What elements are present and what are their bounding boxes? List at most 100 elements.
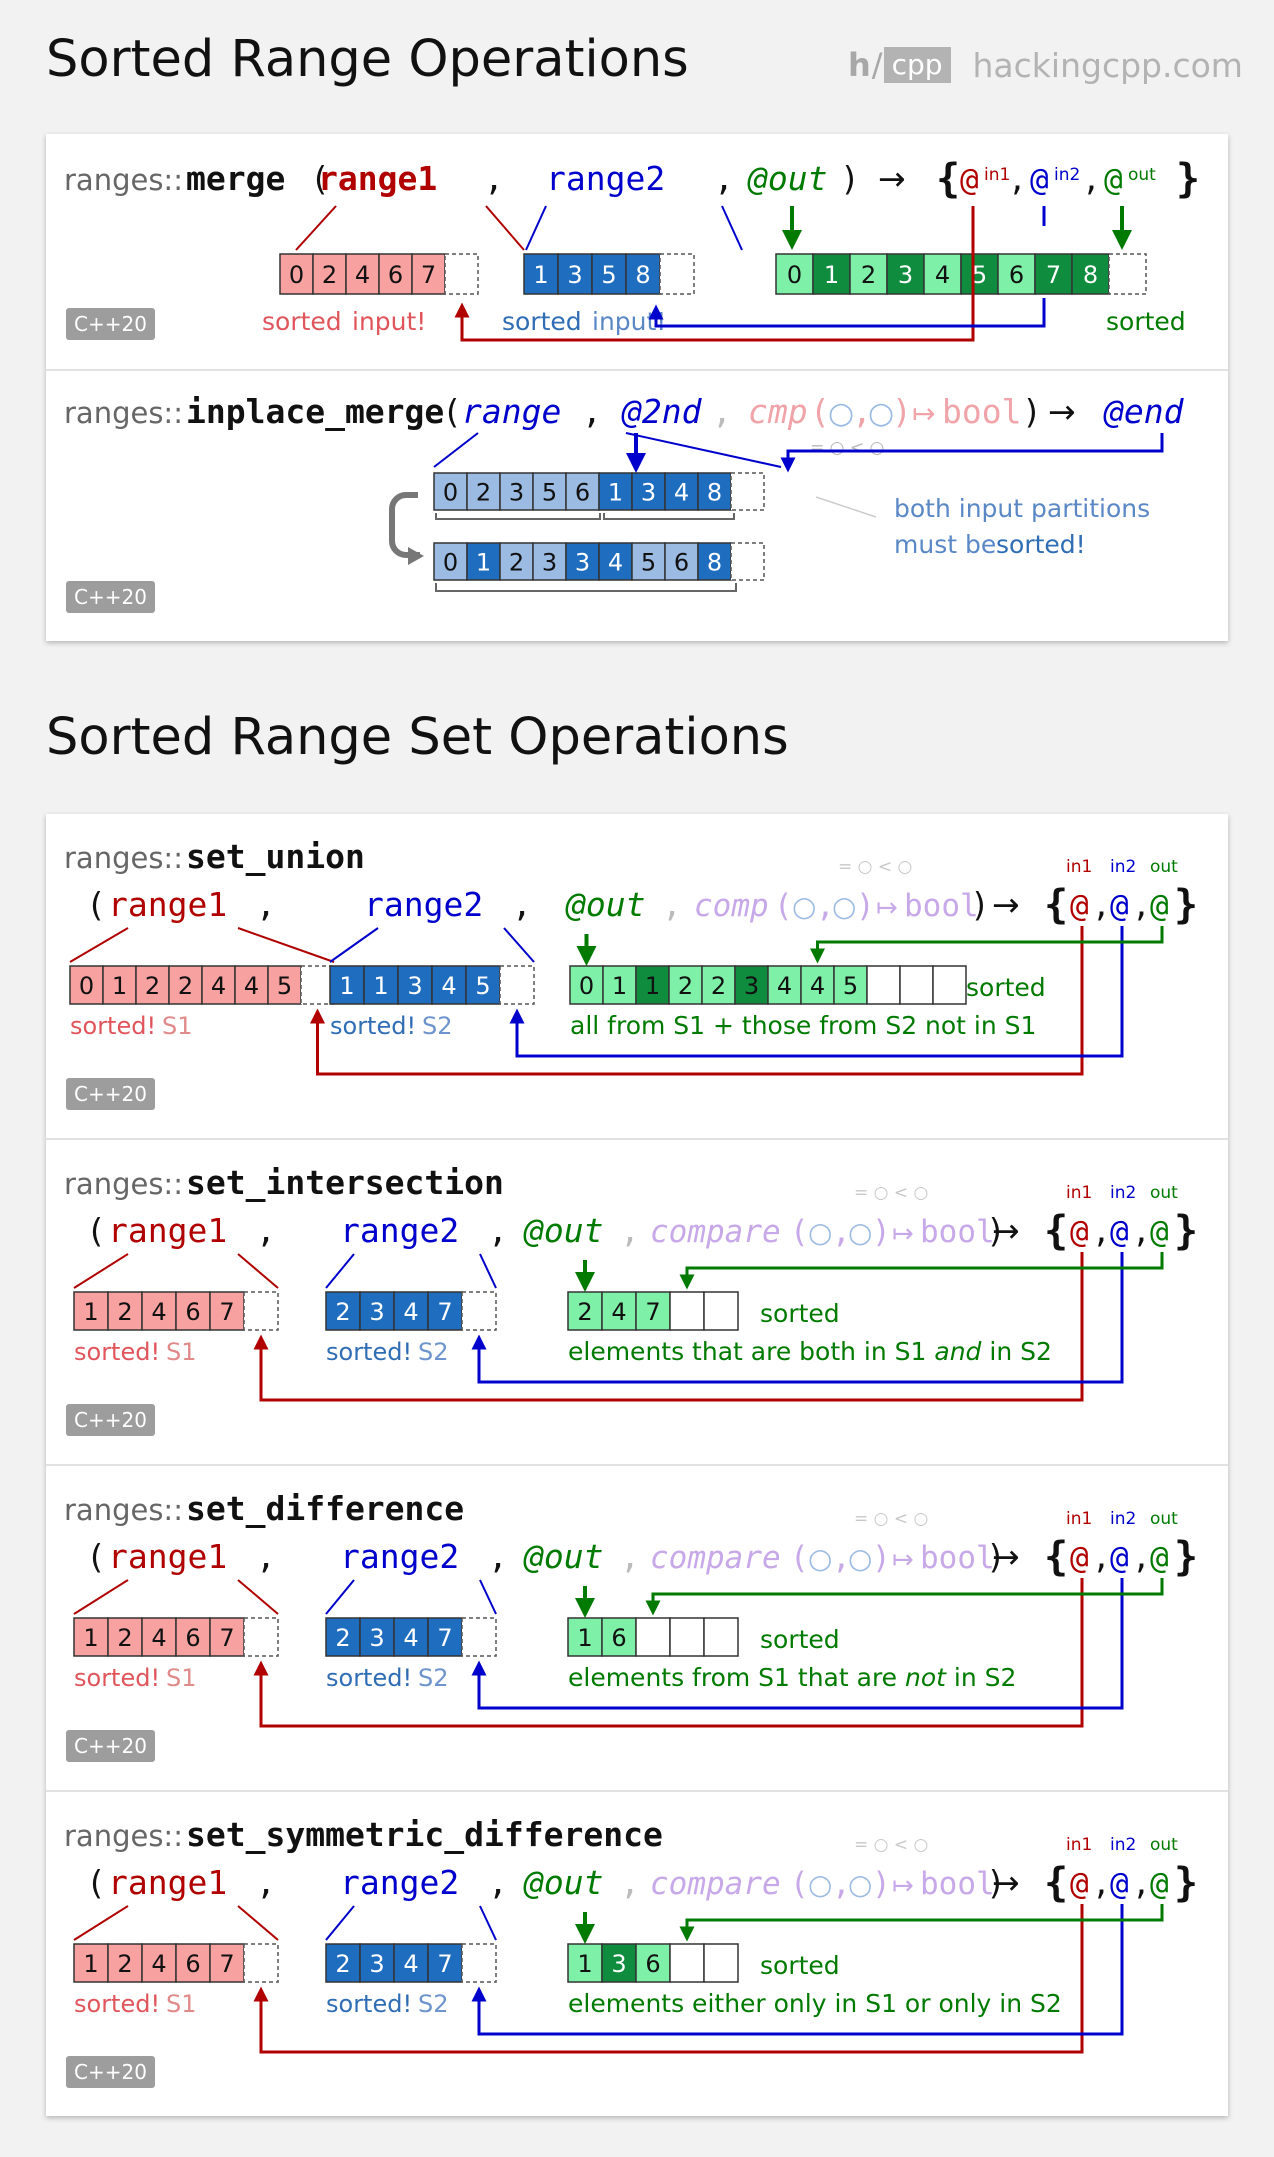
- set-intersection-returns-arrow: →: [992, 1211, 1020, 1250]
- set-symmetric-difference-cmp-comma: ,: [832, 1866, 851, 1902]
- inplace-comma-1: ,: [582, 392, 602, 431]
- set-intersection-sorted-s2: sorted!: [326, 1338, 412, 1366]
- set-intersection-array-2-cell-value: 7: [437, 1298, 452, 1326]
- set-union-label-in2: in2: [1110, 857, 1136, 877]
- set-difference-array-2-cell-value: 4: [403, 1624, 418, 1652]
- merge-ret-at1: @: [960, 162, 979, 198]
- set-symmetric-difference-cmp-paren-close: ): [872, 1866, 891, 1902]
- inplace-array-after-cell-value: 2: [509, 549, 524, 577]
- set-symmetric-difference-array-result-cell: [703, 1943, 739, 1983]
- inplace-array-before-cell: [499, 472, 534, 511]
- set-union-array-2-cell: [465, 965, 501, 1005]
- set-difference-sorted-s1: sorted!: [74, 1664, 160, 1692]
- set-union-description: all from S1 + those from S2 not in S1: [570, 1011, 1036, 1040]
- set-difference-array-result-cell: [601, 1617, 637, 1657]
- set-union-array-2-cell-value: 4: [441, 972, 456, 1000]
- set-symmetric-difference-array-1-cell-value: 7: [219, 1950, 234, 1978]
- inplace-array-after-cell-value: 4: [608, 549, 623, 577]
- set-difference-brace-open: {: [1044, 1534, 1068, 1580]
- set-intersection-array-1-cell: [141, 1291, 177, 1331]
- set-union-maps: ↦: [876, 893, 898, 923]
- set-symmetric-difference-cmp: compare: [650, 1866, 781, 1902]
- set-difference-brace-close: }: [1174, 1534, 1198, 1580]
- inplace-cmp-hint: = ○ < ○: [810, 438, 884, 458]
- inplace-array-after-cell: [466, 542, 501, 581]
- section-title-set-operations: Sorted Range Set Operations: [46, 708, 789, 767]
- set-difference-paren-open: (: [86, 1537, 106, 1576]
- set-union-range2-label: range2: [364, 885, 483, 924]
- set-difference-label-in1: in1: [1066, 1509, 1092, 1529]
- set-difference-ns: ranges::: [64, 1493, 183, 1527]
- set-intersection-ret-comma1: ,: [1092, 1214, 1111, 1250]
- set-symmetric-difference-bool: bool: [920, 1866, 995, 1902]
- merge-ret-at2: @: [1030, 162, 1049, 198]
- set-symmetric-difference-array-result-cell: [635, 1943, 671, 1983]
- set-intersection-array-1-cell: [107, 1291, 143, 1331]
- set-intersection-array-2-cell-value: 3: [369, 1298, 384, 1326]
- inplace-array-after-cell-value: 0: [443, 549, 458, 577]
- set-intersection-array-1-end-cell: [243, 1291, 279, 1331]
- merge-array-result-cell: [960, 253, 999, 295]
- merge-array-result-cell-value: 7: [1046, 261, 1061, 289]
- set-intersection-array-result-cell: [669, 1291, 705, 1331]
- set-intersection-sorted-s1: sorted!: [74, 1338, 160, 1366]
- inplace-array-after-cell: [664, 542, 699, 581]
- set-union-array-1-cell: [267, 965, 302, 1005]
- set-intersection-cmp: compare: [650, 1214, 781, 1250]
- merge-ns: ranges::: [64, 163, 183, 197]
- set-difference-bool: bool: [920, 1540, 995, 1576]
- merge-array-1-cell: [312, 253, 347, 295]
- merge-ret-in1: in1: [984, 165, 1010, 185]
- set-union-array-1-cell: [135, 965, 170, 1005]
- set-symmetric-difference-comma-1: ,: [256, 1863, 276, 1902]
- set-difference-range2-label: range2: [340, 1537, 459, 1576]
- set-symmetric-difference-sorted-s1: sorted!: [74, 1990, 160, 2018]
- inplace-cmp-circ1: ○: [828, 396, 854, 431]
- set-intersection-array-result-cell-value: 7: [645, 1298, 660, 1326]
- set-symmetric-difference-array-1-cell: [107, 1943, 143, 1983]
- brand-h: h: [848, 46, 871, 84]
- set-difference-array-2-cell: [325, 1617, 361, 1657]
- set-union-cmp-paren: (: [774, 888, 793, 924]
- inplace-ns: ranges::: [64, 396, 183, 430]
- set-symmetric-difference-array-2-end-cell: [461, 1943, 497, 1983]
- set-difference-description-em: not: [905, 1663, 947, 1692]
- set-union-brace-open: {: [1044, 882, 1068, 928]
- inplace-paren-open: (: [442, 392, 462, 431]
- set-union-label-out: out: [1150, 857, 1178, 877]
- set-intersection-ret-at2: @: [1110, 1214, 1129, 1250]
- brand-logo[interactable]: h / cpp hackingcpp.com: [848, 44, 1243, 86]
- set-intersection-comma-1: ,: [256, 1211, 276, 1250]
- set-union-out-label: @out: [565, 885, 645, 924]
- merge-ret-in2: in2: [1054, 165, 1080, 185]
- set-intersection-ns: ranges::: [64, 1167, 183, 1201]
- set-intersection-out-label: @out: [523, 1211, 603, 1250]
- set-intersection-cmp-paren: (: [790, 1214, 809, 1250]
- merge-array-result-cell: [1071, 253, 1110, 295]
- set-union-array-result-cell-value: 1: [612, 972, 627, 1000]
- set-union-array-1-cell: [201, 965, 236, 1005]
- merge-array-result-cell-value: 6: [1009, 261, 1024, 289]
- set-intersection-comma-3: ,: [620, 1211, 640, 1250]
- set-union-array-result-cell-value: 4: [777, 972, 792, 1000]
- inplace-array-before-cell-value: 3: [641, 479, 656, 507]
- set-union-cpp20-badge: C++20: [66, 1078, 155, 1110]
- set-symmetric-difference-ret-comma2: ,: [1132, 1866, 1151, 1902]
- set-symmetric-difference-array-1-cell: [209, 1943, 245, 1983]
- set-intersection-array-result-cell: [601, 1291, 637, 1331]
- set-difference-cmp-circ2: ○: [848, 1542, 872, 1575]
- set-difference-sorted-output: sorted: [760, 1625, 840, 1654]
- set-difference-out-label: @out: [523, 1537, 603, 1576]
- inplace-cmp-comma: ,: [852, 392, 872, 431]
- set-difference-sorted-s2: sorted!: [326, 1664, 412, 1692]
- inplace-cmp-paren: (: [810, 392, 830, 431]
- set-union-array-1-cell-value: 4: [244, 972, 259, 1000]
- set-difference-comma-2: ,: [488, 1537, 508, 1576]
- set-difference-array-1-cell: [107, 1617, 143, 1657]
- inplace-array-before-cell-value: 2: [476, 479, 491, 507]
- inplace-array-before-cell: [532, 472, 567, 511]
- merge-returns-arrow: →: [878, 159, 906, 198]
- inplace-array-before-cell-value: 5: [542, 479, 557, 507]
